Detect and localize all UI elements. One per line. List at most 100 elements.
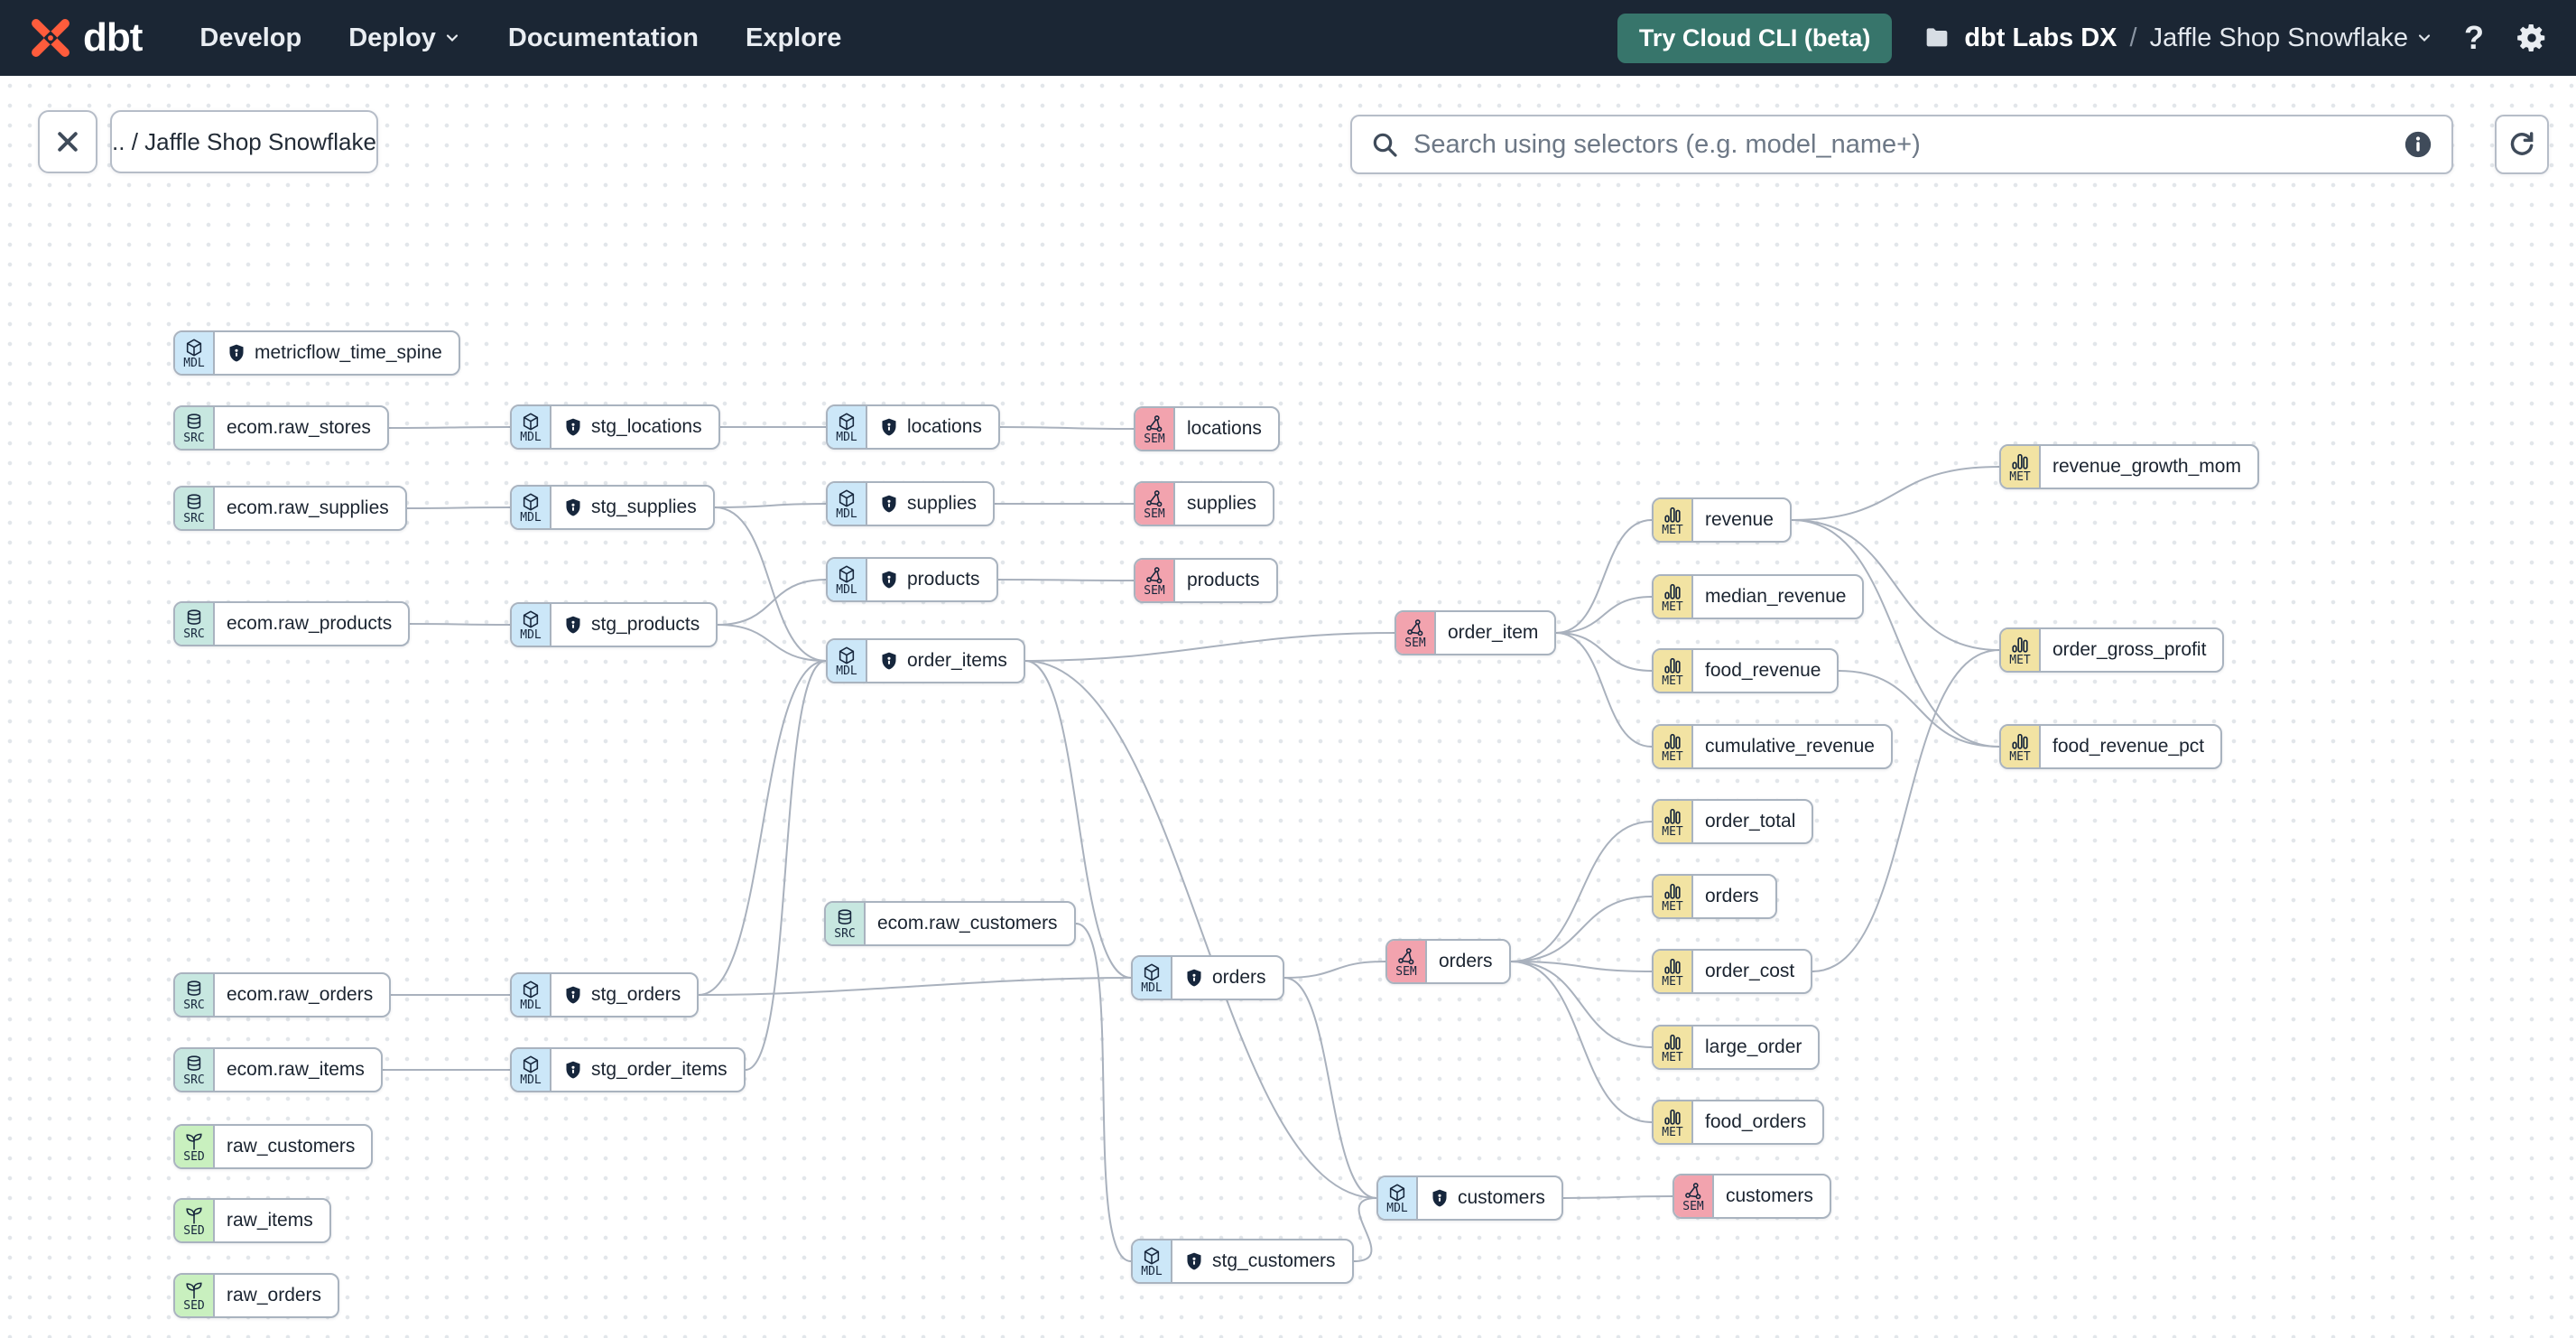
shield-icon <box>1432 1189 1447 1207</box>
node-kind-label: MET <box>1662 674 1683 688</box>
seed-type-badge: SED <box>175 1275 215 1316</box>
nav-item-deploy[interactable]: Deploy <box>348 23 461 53</box>
lineage-edge <box>409 623 511 626</box>
lineage-breadcrumb[interactable]: .. / Jaffle Shop Snowflake <box>110 110 378 173</box>
node-kind-label: MET <box>1662 974 1683 989</box>
dbt-logo[interactable]: dbt <box>27 14 143 61</box>
close-icon <box>58 132 78 152</box>
project-switcher[interactable]: dbt Labs DX / Jaffle Shop Snowflake <box>1923 23 2433 53</box>
metric-bars-icon <box>1664 1034 1681 1050</box>
try-cloud-cli-button[interactable]: Try Cloud CLI (beta) <box>1617 13 1893 63</box>
node-label: stg_locations <box>591 416 702 437</box>
lineage-edges <box>383 425 2000 1262</box>
model-type-badge: MDL <box>512 974 551 1016</box>
metric-bars-icon <box>1664 657 1681 674</box>
node-kind-label: MDL <box>520 510 542 525</box>
graph-node-mdl_stg_locations[interactable]: MDL stg_locations <box>510 404 720 450</box>
semantic-type-badge: SEM <box>1135 560 1175 601</box>
folder-icon <box>1926 28 1948 47</box>
node-label: stg_order_items <box>591 1059 727 1080</box>
metric-bars-icon <box>1664 583 1681 599</box>
node-kind-label: MDL <box>520 627 542 642</box>
node-kind-label: SEM <box>1144 506 1165 521</box>
semantic-type-badge: SEM <box>1135 483 1175 525</box>
model-type-badge: MDL <box>828 559 867 600</box>
semantic-type-badge: SEM <box>1387 941 1427 982</box>
shield-icon <box>882 571 896 589</box>
shield-icon <box>882 652 896 670</box>
nav-item-explore[interactable]: Explore <box>745 23 842 52</box>
semantic-model-icon <box>1146 489 1163 506</box>
node-label: supplies <box>1187 493 1257 514</box>
graph-node-met_food_orders[interactable]: MET food_orders <box>1652 1100 1825 1145</box>
node-label: median_revenue <box>1705 586 1847 607</box>
lineage-edge <box>717 624 827 662</box>
help-button[interactable]: ? <box>2464 19 2484 57</box>
node-label: food_orders <box>1705 1111 1807 1132</box>
source-database-icon <box>187 1055 201 1071</box>
shield-icon <box>566 418 580 436</box>
metric-type-badge: MET <box>2001 726 2041 767</box>
nav-item-documentation[interactable]: Documentation <box>507 23 699 52</box>
metric-type-badge: MET <box>1654 650 1693 692</box>
lineage-edge <box>1024 660 1132 979</box>
node-label: ecom.raw_orders <box>227 984 374 1005</box>
info-icon[interactable] <box>2403 129 2433 160</box>
settings-button[interactable] <box>2515 21 2549 55</box>
model-cube-icon <box>839 646 855 664</box>
source-type-badge: SRC <box>175 407 215 449</box>
node-kind-label: MET <box>1662 1125 1683 1139</box>
node-label: order_gross_profit <box>2052 639 2207 660</box>
lineage-edge <box>1838 670 2000 748</box>
refresh-button[interactable] <box>2495 115 2549 174</box>
seed-type-badge: SED <box>175 1126 215 1167</box>
graph-node-sem_supplies[interactable]: SEM supplies <box>1134 481 1275 526</box>
nav-item-develop[interactable]: Develop <box>199 23 302 52</box>
lineage-canvas[interactable]: .. / Jaffle Shop Snowflake MDLmetricflow… <box>0 76 2576 1338</box>
shield-icon <box>566 616 580 634</box>
node-kind-label: MDL <box>836 664 857 678</box>
metric-type-badge: MET <box>1654 726 1693 767</box>
search-input[interactable] <box>1413 129 2403 160</box>
main-nav: Develop Deploy Documentation Explore <box>199 23 841 53</box>
model-type-badge: MDL <box>512 406 551 448</box>
close-lineage-button[interactable] <box>38 110 97 173</box>
